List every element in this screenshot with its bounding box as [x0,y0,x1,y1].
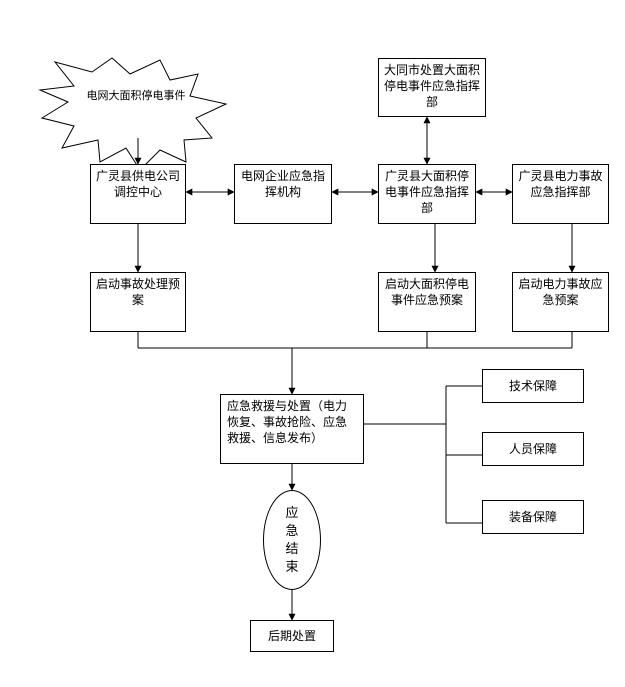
grid-enterprise-box: 电网企业应急指挥机构 [234,164,332,224]
accident-plan-box: 启动事故处理预案 [90,272,186,332]
rescue-label: 应急救援与处置（电力恢复、事故抢险、应急救援、信息发布） [227,399,348,445]
datong-hq-label: 大同市处置大面积停电事件应急指挥部 [383,63,480,109]
event-label: 电网大面积停电事件 [86,89,186,102]
power-accident-hq-box: 广灵县电力事故应急指挥部 [512,164,609,224]
power-plan-label: 启动电力事故应急预案 [518,277,603,307]
datong-hq-box: 大同市处置大面积停电事件应急指挥部 [378,58,486,117]
personnel-support-box: 人员保障 [482,432,584,466]
accident-plan-label: 启动事故处理预案 [95,277,180,307]
tech-support-label: 技术保障 [508,379,557,393]
end-label: 应急结束 [285,506,299,575]
power-plan-box: 启动电力事故应急预案 [512,272,609,332]
dispatch-center-box: 广灵县供电公司调控中心 [90,164,186,224]
dispatch-center-label: 广灵县供电公司调控中心 [95,169,180,199]
tech-support-box: 技术保障 [482,369,584,403]
power-accident-hq-label: 广灵县电力事故应急指挥部 [518,169,603,199]
aftermath-box: 后期处置 [250,620,334,652]
equipment-support-label: 装备保障 [508,510,557,524]
grid-enterprise-label: 电网企业应急指挥机构 [240,169,325,199]
county-hq-box: 广灵县大面积停电事件应急指挥部 [378,164,476,224]
event-starburst-shape [38,57,228,171]
blackout-plan-box: 启动大面积停电事件应急预案 [378,272,476,332]
end-ellipse: 应急结束 [263,490,321,590]
aftermath-label: 后期处置 [267,629,316,643]
personnel-support-label: 人员保障 [508,442,557,456]
rescue-box: 应急救援与处置（电力恢复、事故抢险、应急救援、信息发布） [220,394,364,464]
blackout-plan-label: 启动大面积停电事件应急预案 [384,277,469,307]
county-hq-label: 广灵县大面积停电事件应急指挥部 [384,169,469,215]
equipment-support-box: 装备保障 [482,500,584,534]
